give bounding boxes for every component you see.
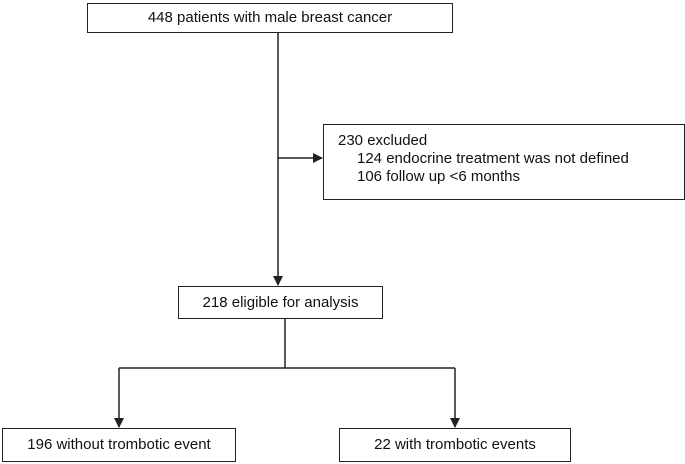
box-all-patients: 448 patients with male breast cancer [87, 3, 453, 33]
box-all-patients-label: 448 patients with male breast cancer [147, 9, 393, 26]
box-with-event: 22 with trombotic events [339, 428, 571, 462]
excluded-reason-follow-up: 106 follow up <6 months [357, 168, 521, 185]
box-without-event: 196 without trombotic event [2, 428, 236, 462]
box-eligible-label: 218 eligible for analysis [202, 293, 359, 311]
box-eligible: 218 eligible for analysis [178, 286, 383, 319]
excluded-reason-endocrine: 124 endocrine treatment was not defined [357, 150, 629, 167]
box-with-event-label: 22 with trombotic events [374, 436, 536, 453]
box-excluded: 230 excluded 124 endocrine treatment was… [323, 124, 685, 200]
excluded-title: 230 excluded [338, 132, 428, 149]
box-without-event-label: 196 without trombotic event [27, 436, 211, 453]
